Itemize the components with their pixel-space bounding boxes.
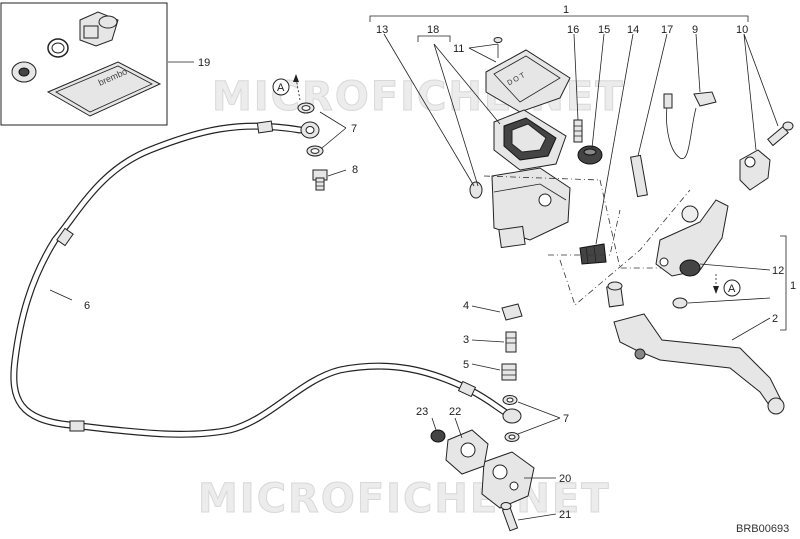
upper-washer-2 bbox=[306, 145, 324, 157]
callout-labels: 1 1 2 3 4 5 6 7 7 8 9 10 11 12 13 14 15 … bbox=[84, 4, 796, 521]
lever-bracket bbox=[655, 199, 729, 277]
group-bracket-1-top bbox=[369, 15, 749, 22]
callout-5: 5 bbox=[463, 359, 469, 371]
reservoir-seal bbox=[469, 181, 483, 199]
callout-3: 3 bbox=[463, 334, 469, 346]
reference-arrow-a-upper: A bbox=[272, 74, 301, 101]
kit-circlip bbox=[47, 38, 69, 58]
fitting-lower bbox=[501, 363, 517, 381]
kit-dust-boot bbox=[11, 61, 37, 83]
callout-7-lower: 7 bbox=[563, 413, 569, 425]
lower-banjo-fitting bbox=[502, 408, 522, 424]
leader-lines bbox=[49, 33, 779, 521]
callout-14: 14 bbox=[627, 24, 639, 36]
slave-cylinder bbox=[481, 451, 535, 509]
slave-mount-bolt bbox=[500, 502, 519, 532]
callout-1-right: 1 bbox=[790, 280, 796, 292]
group-bracket-1-right bbox=[780, 235, 787, 331]
banjo-bolt-upper bbox=[312, 169, 328, 191]
lower-washer-1 bbox=[502, 395, 518, 405]
bleeder-cap bbox=[577, 145, 603, 165]
callout-17: 17 bbox=[661, 24, 673, 36]
bleeder-screw bbox=[573, 119, 583, 143]
kit-piston bbox=[79, 11, 119, 47]
callout-18: 18 bbox=[427, 24, 439, 36]
lever-pushrod bbox=[630, 154, 648, 198]
callout-12: 12 bbox=[772, 265, 784, 277]
callout-4: 4 bbox=[463, 300, 469, 312]
svg-text:A: A bbox=[277, 82, 285, 94]
callout-2: 2 bbox=[772, 313, 778, 325]
kit-instruction-card: brembo bbox=[46, 61, 162, 117]
pivot-bushing bbox=[606, 281, 624, 308]
watermark-bottom: MICROFICHE.NET bbox=[198, 476, 611, 522]
clutch-hose bbox=[10, 120, 514, 438]
upper-banjo-fitting bbox=[300, 121, 320, 139]
callout-7-upper: 7 bbox=[351, 123, 357, 135]
clamp-bolt bbox=[767, 121, 794, 147]
repair-kit-inset: brembo bbox=[0, 2, 168, 126]
callout-6: 6 bbox=[84, 300, 90, 312]
bleed-screw-lower bbox=[505, 331, 517, 353]
bleed-cap-lower bbox=[501, 303, 523, 321]
callout-13: 13 bbox=[376, 24, 388, 36]
slave-piston bbox=[445, 429, 489, 475]
callout-10: 10 bbox=[736, 24, 748, 36]
master-cylinder-body bbox=[491, 167, 571, 249]
reference-arrow-a-lower: A bbox=[713, 274, 741, 297]
cap-screw bbox=[493, 37, 503, 58]
callout-20: 20 bbox=[559, 473, 571, 485]
callout-8: 8 bbox=[352, 164, 358, 176]
upper-washer-1 bbox=[297, 102, 315, 114]
callout-15: 15 bbox=[598, 24, 610, 36]
callout-9: 9 bbox=[692, 24, 698, 36]
group-bracket-18 bbox=[417, 35, 451, 42]
reservoir-cap: ＤＯＴ bbox=[485, 49, 571, 113]
callout-19: 19 bbox=[198, 57, 210, 69]
slave-seal-nut bbox=[430, 429, 446, 443]
reservoir-diaphragm bbox=[493, 109, 567, 171]
piston-dust-boot bbox=[579, 243, 607, 265]
drawing-code: BRB00693 bbox=[736, 523, 789, 535]
assembly-dashed-lines bbox=[483, 175, 691, 306]
clutch-lever bbox=[613, 313, 785, 415]
callout-21: 21 bbox=[559, 509, 571, 521]
callout-16: 16 bbox=[567, 24, 579, 36]
callout-23: 23 bbox=[416, 406, 428, 418]
callout-11: 11 bbox=[453, 43, 464, 55]
clutch-switch bbox=[663, 91, 717, 159]
adjuster-knob bbox=[672, 297, 688, 309]
svg-text:A: A bbox=[728, 283, 736, 295]
handlebar-clamp bbox=[739, 149, 771, 191]
callout-22: 22 bbox=[449, 406, 461, 418]
callout-1-top: 1 bbox=[563, 4, 569, 16]
lower-washer-2 bbox=[504, 432, 520, 442]
